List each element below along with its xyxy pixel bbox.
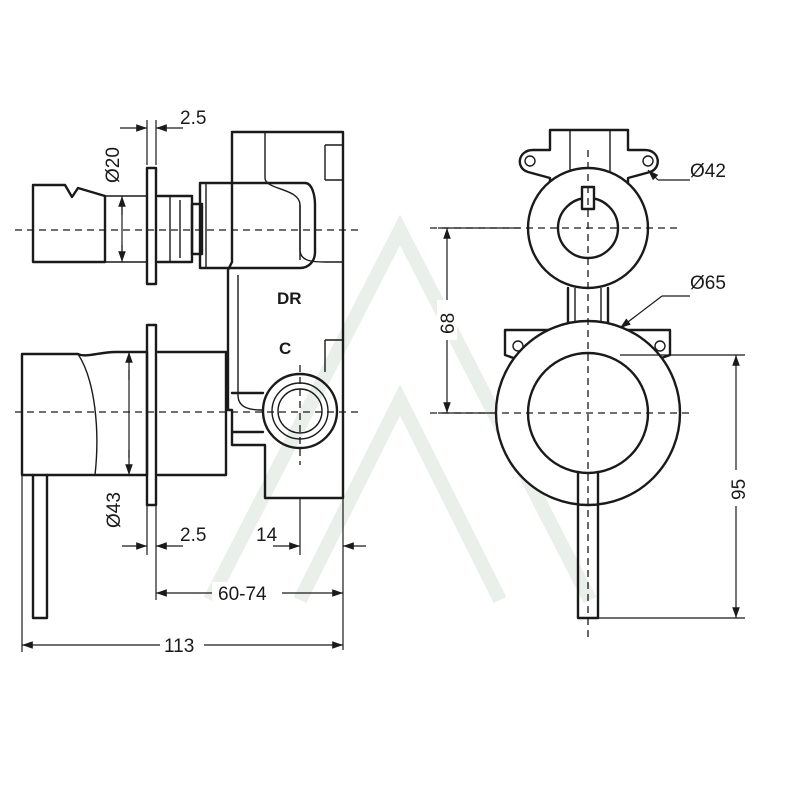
- dim-centre-distance: 68: [438, 313, 459, 334]
- dim-spindle-diameter: Ø20: [103, 147, 124, 183]
- front-view: Ø42 Ø65 68 95: [430, 128, 750, 640]
- diverter-spindle: [156, 194, 194, 264]
- cold-port-label: C: [279, 339, 291, 358]
- dim-flange-thickness-top: 2.5: [180, 108, 206, 129]
- dim-lever-height: 95: [729, 479, 750, 500]
- diverter-housing: [198, 181, 317, 270]
- dim-overall-depth: 113: [164, 636, 194, 657]
- lever-arm: [31, 473, 49, 620]
- upper-cover-flange: [145, 166, 158, 286]
- lever-handle: [20, 350, 149, 477]
- dim-flange-thickness-bottom: 2.5: [180, 525, 206, 546]
- dim-handle-diameter: Ø43: [104, 492, 125, 528]
- side-view: DR C 2.5 Ø20 Ø43 2.5 14 60-74: [15, 108, 366, 657]
- dim-outlet-offset: 14: [256, 525, 278, 546]
- outlet-ring-outer: [261, 372, 339, 450]
- dim-wall-depth: 60-74: [218, 584, 267, 605]
- lower-cover-flange: [145, 323, 158, 507]
- dim-cover-diameter-small: Ø42: [690, 161, 726, 182]
- diverter-port-label: DR: [277, 289, 302, 308]
- mixer-body: [226, 130, 345, 500]
- diverter-knob: [31, 183, 107, 264]
- dim-cover-diameter-large: Ø65: [690, 273, 726, 294]
